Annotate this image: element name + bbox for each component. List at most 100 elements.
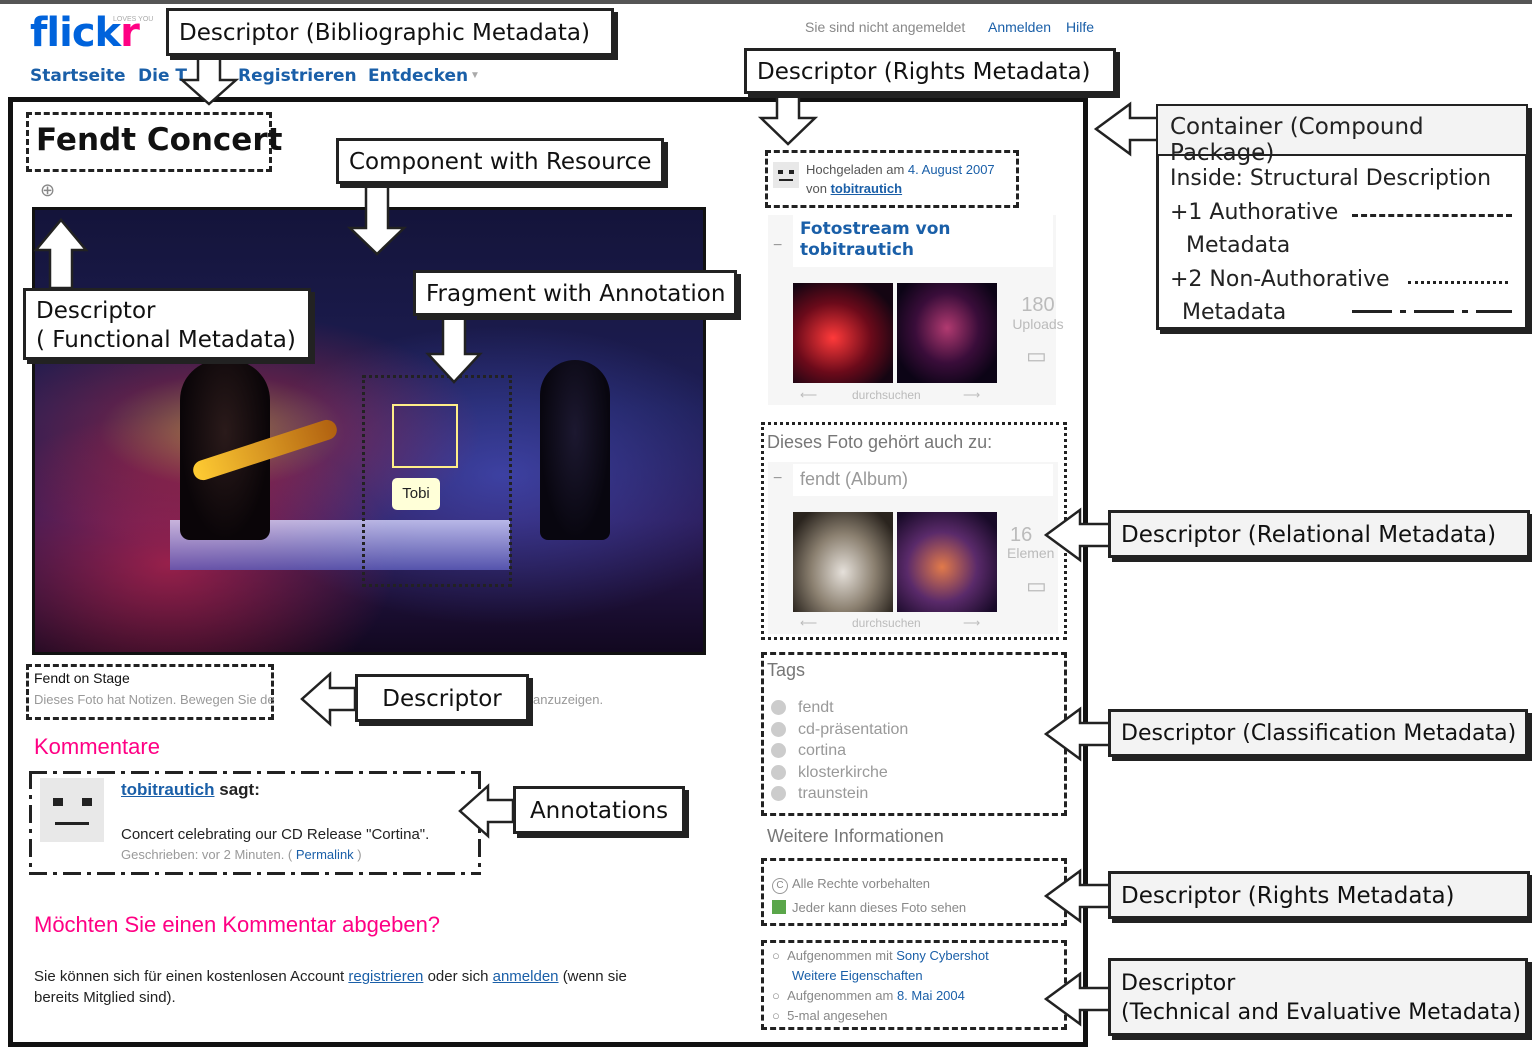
rights-1: Alle Rechte vorbehalten bbox=[792, 876, 931, 891]
belongs-to-heading: Dieses Foto gehört auch zu: bbox=[767, 432, 993, 452]
tag-label[interactable]: cortina bbox=[798, 742, 847, 759]
comment-text: Concert celebrating our CD Release "Cort… bbox=[121, 826, 430, 843]
photostream-title-1: Fotostream von bbox=[800, 219, 951, 239]
tag-label[interactable]: cd-präsentation bbox=[798, 720, 909, 738]
callout-relational: Descriptor (Relational Metadata) bbox=[1108, 510, 1530, 558]
tag-globe-icon bbox=[771, 721, 786, 737]
callout-annotations: Annotations bbox=[513, 786, 685, 834]
photostream-title[interactable]: Fotostream von tobitrautich bbox=[800, 219, 951, 261]
comment-meta-prefix: Geschrieben: vor 2 Minuten. ( bbox=[121, 847, 293, 862]
page-title: Fendt Concert bbox=[36, 122, 283, 158]
uploaded-date-link[interactable]: 4. August 2007 bbox=[907, 162, 995, 177]
uploader-link[interactable]: tobitrautich bbox=[830, 181, 903, 196]
note-region[interactable] bbox=[392, 404, 458, 468]
nav-die-t[interactable]: Die T bbox=[138, 66, 187, 86]
callout-classification: Descriptor (Classification Metadata) bbox=[1108, 709, 1528, 757]
tags-heading: Tags bbox=[767, 660, 806, 680]
callout-technical-2: (Technical and Evaluative Metadata) bbox=[1121, 1000, 1521, 1025]
zoom-icon[interactable]: ⊕ bbox=[40, 180, 56, 200]
legend-header-bg bbox=[1158, 106, 1526, 156]
legend-line-3b: Metadata bbox=[1182, 300, 1287, 325]
album-count: 16 bbox=[1010, 524, 1033, 546]
album-collapse-icon[interactable]: − bbox=[773, 470, 783, 487]
comment-author[interactable]: tobitrautich bbox=[121, 780, 215, 799]
uploader-avatar-eye-right bbox=[789, 170, 794, 174]
photostream-thumb-1[interactable] bbox=[793, 283, 893, 383]
prev-arrow-icon[interactable]: ⟵ bbox=[800, 388, 818, 402]
album-thumb-2[interactable] bbox=[897, 512, 997, 612]
permalink-link[interactable]: Permalink bbox=[295, 847, 354, 862]
avatar-eye-right bbox=[82, 798, 92, 806]
legend-dashdot-sample bbox=[1352, 310, 1512, 313]
arrow-rights-bottom bbox=[1043, 868, 1112, 924]
tag-item[interactable]: fendt bbox=[771, 697, 908, 719]
tech-camera-line: ○ Aufgenommen mit Sony Cybershot bbox=[772, 946, 989, 966]
caption-title: Fendt on Stage bbox=[34, 670, 130, 686]
tag-label[interactable]: fendt bbox=[798, 699, 834, 716]
tag-item[interactable]: cd-präsentation bbox=[771, 719, 908, 741]
tag-globe-icon bbox=[771, 786, 786, 802]
nav-registrieren[interactable]: Registrieren bbox=[238, 66, 357, 86]
slideshow-icon[interactable]: ▭ bbox=[1026, 343, 1047, 368]
browse-label[interactable]: durchsuchen bbox=[852, 388, 921, 402]
album-next-arrow-icon[interactable]: ⟶ bbox=[963, 616, 981, 630]
album-prev-arrow-icon[interactable]: ⟵ bbox=[800, 616, 818, 630]
photostream-thumb-2[interactable] bbox=[897, 283, 997, 383]
rights-2: Jeder kann dieses Foto sehen bbox=[792, 900, 967, 915]
album-title[interactable]: fendt (Album) bbox=[800, 469, 909, 489]
photo-person bbox=[540, 360, 610, 540]
caption-note-end: anzuzeigen. bbox=[533, 692, 604, 707]
arrow-bibliographic bbox=[178, 56, 240, 106]
help-link[interactable]: Hilfe bbox=[1066, 19, 1095, 35]
album-browse-label[interactable]: durchsuchen bbox=[852, 616, 921, 630]
flickr-logo[interactable]: flickr bbox=[30, 10, 140, 56]
tech-date-link[interactable]: 8. Mai 2004 bbox=[896, 988, 965, 1003]
login-link[interactable]: Anmelden bbox=[988, 19, 1052, 35]
uploaded-prefix: Hochgeladen am bbox=[806, 162, 905, 177]
callout-descriptor: Descriptor bbox=[355, 674, 529, 722]
uploaded-line: Hochgeladen am 4. August 2007 bbox=[806, 162, 995, 177]
tag-item[interactable]: klosterkirche bbox=[771, 762, 908, 784]
nav-startseite[interactable]: Startseite bbox=[30, 66, 126, 86]
next-arrow-icon[interactable]: ⟶ bbox=[963, 388, 981, 402]
compound-package-container bbox=[8, 97, 1088, 1047]
caption-descriptor-box bbox=[26, 664, 274, 720]
rights-descriptor-box bbox=[765, 150, 1019, 208]
login-inline-link[interactable]: anmelden bbox=[492, 968, 559, 985]
nav-entdecken[interactable]: Entdecken bbox=[368, 66, 469, 86]
legend-line-2a: +1 Authorative bbox=[1170, 200, 1339, 225]
tag-label[interactable]: traunstein bbox=[798, 785, 869, 802]
bullet-icon: ○ bbox=[772, 1008, 788, 1023]
tag-item[interactable]: cortina bbox=[771, 740, 908, 762]
album-slideshow-icon[interactable]: ▭ bbox=[1026, 573, 1047, 598]
collapse-icon[interactable]: − bbox=[773, 237, 783, 254]
add-comment-text-3: (wenn sie bbox=[562, 968, 627, 985]
tag-item[interactable]: traunstein bbox=[771, 783, 908, 805]
avatar[interactable] bbox=[40, 778, 104, 842]
register-link[interactable]: registrieren bbox=[348, 968, 424, 985]
callout-fragment: Fragment with Annotation bbox=[413, 270, 737, 316]
note-label: Tobi bbox=[392, 478, 440, 510]
add-comment-text-4: bereits Mitglied sind). bbox=[34, 989, 176, 1006]
visibility-icon bbox=[772, 900, 786, 914]
tech-date-prefix: Aufgenommen am bbox=[787, 988, 894, 1003]
add-comment-text: Sie können sich für einen kostenlosen Ac… bbox=[34, 966, 714, 1008]
arrow-descriptor bbox=[300, 671, 357, 727]
more-properties-link[interactable]: Weitere Eigenschaften bbox=[792, 968, 923, 983]
legend-line-2b: Metadata bbox=[1186, 233, 1291, 258]
chevron-down-icon[interactable]: ▼ bbox=[470, 70, 480, 81]
tech-camera-link[interactable]: Sony Cybershot bbox=[896, 948, 989, 963]
uploaded-by-prefix: von bbox=[806, 181, 827, 196]
tag-label[interactable]: klosterkirche bbox=[798, 763, 888, 781]
arrow-technical bbox=[1043, 971, 1112, 1027]
callout-bibliographic: Descriptor (Bibliographic Metadata) bbox=[166, 8, 614, 56]
uploader-avatar[interactable] bbox=[773, 162, 799, 188]
technical-list: ○ Aufgenommen mit Sony Cybershot Weitere… bbox=[772, 946, 989, 1026]
arrow-relational bbox=[1043, 507, 1112, 563]
legend-dashed-sample bbox=[1352, 214, 1512, 217]
photostream-title-2: tobitrautich bbox=[800, 240, 915, 260]
login-status: Sie sind nicht angemeldet bbox=[805, 19, 966, 35]
album-thumb-1[interactable] bbox=[793, 512, 893, 612]
